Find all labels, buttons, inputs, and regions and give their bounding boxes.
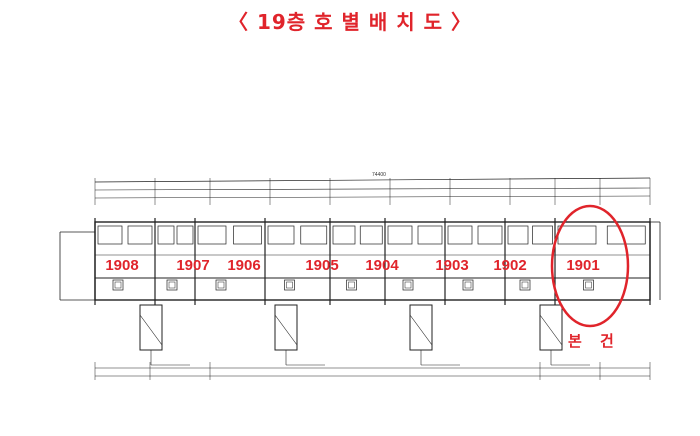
page-title: 〈 19층 호 별 배 치 도 〉 — [228, 10, 472, 34]
unit-label-1907: 1907 — [176, 257, 209, 274]
unit-label-1902: 1902 — [493, 257, 526, 274]
plan-line — [274, 314, 298, 346]
plan-room — [168, 281, 176, 289]
plan-room — [521, 281, 529, 289]
plan-room — [507, 225, 529, 245]
plan-room — [462, 279, 474, 291]
plan-room — [139, 304, 163, 351]
plan-room — [359, 225, 383, 245]
plan-line — [94, 177, 651, 183]
plan-room — [127, 225, 153, 245]
plan-room — [557, 225, 597, 245]
plan-room — [97, 225, 123, 245]
highlight-label-2: 건 — [600, 332, 614, 350]
plan-room — [233, 225, 262, 245]
plan-room — [539, 304, 563, 351]
plan-room — [387, 225, 413, 245]
plan-line — [139, 314, 163, 346]
plan-room — [157, 225, 175, 245]
unit-label-1908: 1908 — [105, 257, 138, 274]
plan-room — [447, 225, 473, 245]
plan-room — [197, 225, 227, 245]
plan-room — [464, 281, 472, 289]
plan-room — [348, 281, 355, 289]
plan-room — [477, 225, 503, 245]
plan-room — [532, 225, 553, 245]
plan-room — [267, 225, 295, 245]
plan-room — [300, 225, 328, 245]
unit-label-1905: 1905 — [305, 257, 338, 274]
plan-room — [215, 279, 227, 291]
plan-room — [284, 279, 295, 291]
plan-room — [332, 225, 356, 245]
plan-line — [94, 187, 651, 191]
plan-room — [217, 281, 225, 289]
plan-room — [519, 279, 531, 291]
plan-room — [585, 281, 592, 289]
plan-line — [539, 314, 563, 346]
plan-room — [404, 281, 412, 289]
plan-room — [176, 225, 194, 245]
plan-room — [286, 281, 293, 289]
highlight-ellipse — [550, 204, 630, 328]
unit-label-1904: 1904 — [365, 257, 399, 274]
unit-label-1901: 1901 — [566, 257, 599, 274]
overall-dimension: 74400 — [372, 172, 386, 178]
highlight-label-1: 본 — [568, 332, 582, 350]
plan-room — [112, 279, 124, 291]
plan-room — [346, 279, 357, 291]
plan-line — [94, 195, 651, 199]
unit-label-1903: 1903 — [435, 257, 468, 274]
plan-room — [402, 279, 414, 291]
unit-label-1906: 1906 — [227, 257, 260, 274]
plan-room — [166, 279, 178, 291]
plan-room — [583, 279, 594, 291]
plan-room — [606, 225, 646, 245]
plan-room — [417, 225, 443, 245]
plan-line — [409, 314, 433, 346]
plan-room — [409, 304, 433, 351]
plan-room — [274, 304, 298, 351]
plan-room — [114, 281, 122, 289]
